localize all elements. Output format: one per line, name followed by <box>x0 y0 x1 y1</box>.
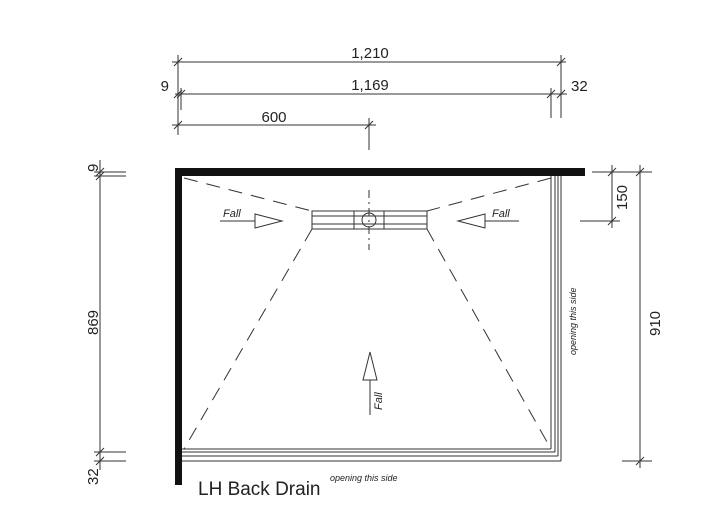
fall-label: Fall <box>373 392 385 410</box>
fall-arrow-left: Fall <box>220 208 284 229</box>
dim-left-offset: 9 <box>161 78 169 95</box>
fall-label: Fall <box>223 208 241 220</box>
dim-top-offset: 9 <box>85 164 102 172</box>
drain-outlet-icon <box>361 212 377 228</box>
dim-overall-depth: 910 <box>647 311 664 336</box>
opening-label-bottom: opening this side <box>330 473 398 483</box>
back-wall <box>175 168 585 176</box>
fall-lines <box>183 177 552 450</box>
top-dimensions: 1,210 1,169 9 32 600 <box>161 45 588 150</box>
opening-label-right: opening this side <box>568 287 578 355</box>
dim-drain-depth: 150 <box>614 185 631 210</box>
dim-inner-depth: 869 <box>85 310 102 335</box>
dim-bottom-offset: 32 <box>85 468 102 485</box>
dim-drain-position: 600 <box>261 109 286 126</box>
dim-inner-width: 1,169 <box>351 77 389 94</box>
linear-drain <box>311 210 428 230</box>
dim-overall-width: 1,210 <box>351 45 389 62</box>
dim-right-offset: 32 <box>571 78 588 95</box>
side-wall <box>175 168 182 485</box>
right-dimensions: 150 910 <box>580 165 664 468</box>
drawing-title: LH Back Drain <box>198 479 321 500</box>
left-dimensions: 9 869 32 <box>85 160 126 485</box>
fall-label: Fall <box>492 208 510 220</box>
tray-outline <box>182 176 562 462</box>
fall-arrow-right: Fall <box>456 208 519 229</box>
fall-arrow-bottom: Fall <box>362 351 385 415</box>
